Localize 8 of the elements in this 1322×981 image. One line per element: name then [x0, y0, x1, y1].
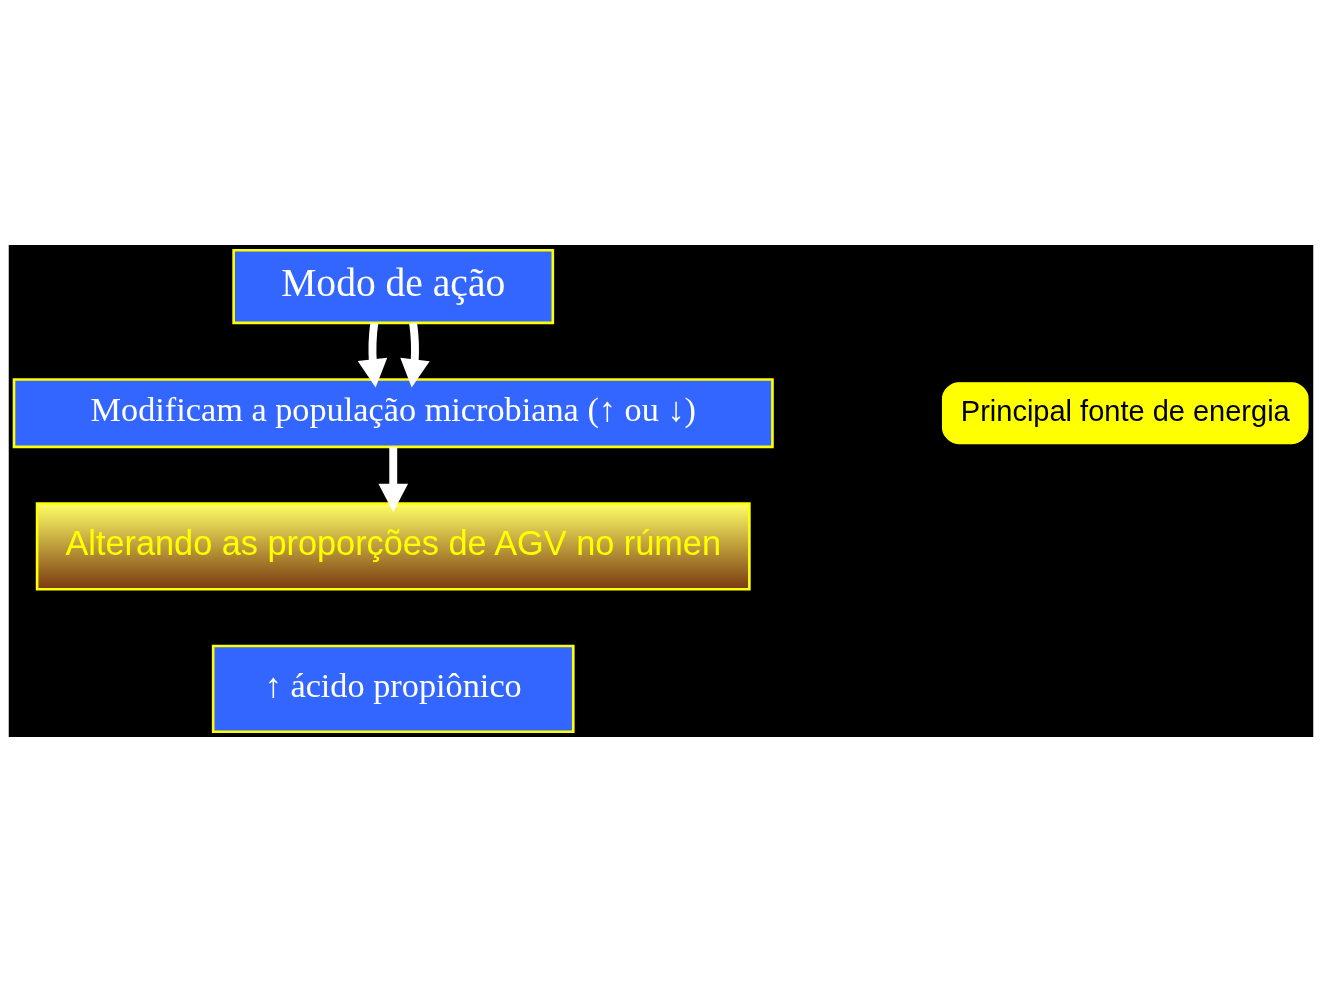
arrow — [378, 446, 409, 512]
node-box: Modificam a população microbiana (↑ ou ↓) — [12, 377, 774, 448]
arrow — [357, 322, 388, 388]
node-box: Principal fonte de energia — [941, 381, 1309, 444]
node-box: ↑ ácido propiônico — [211, 644, 575, 733]
node-box: Alterando as proporções de AGV no rúmen — [35, 501, 751, 591]
node-box: Modo de ação — [232, 248, 555, 324]
arrow — [400, 322, 430, 388]
